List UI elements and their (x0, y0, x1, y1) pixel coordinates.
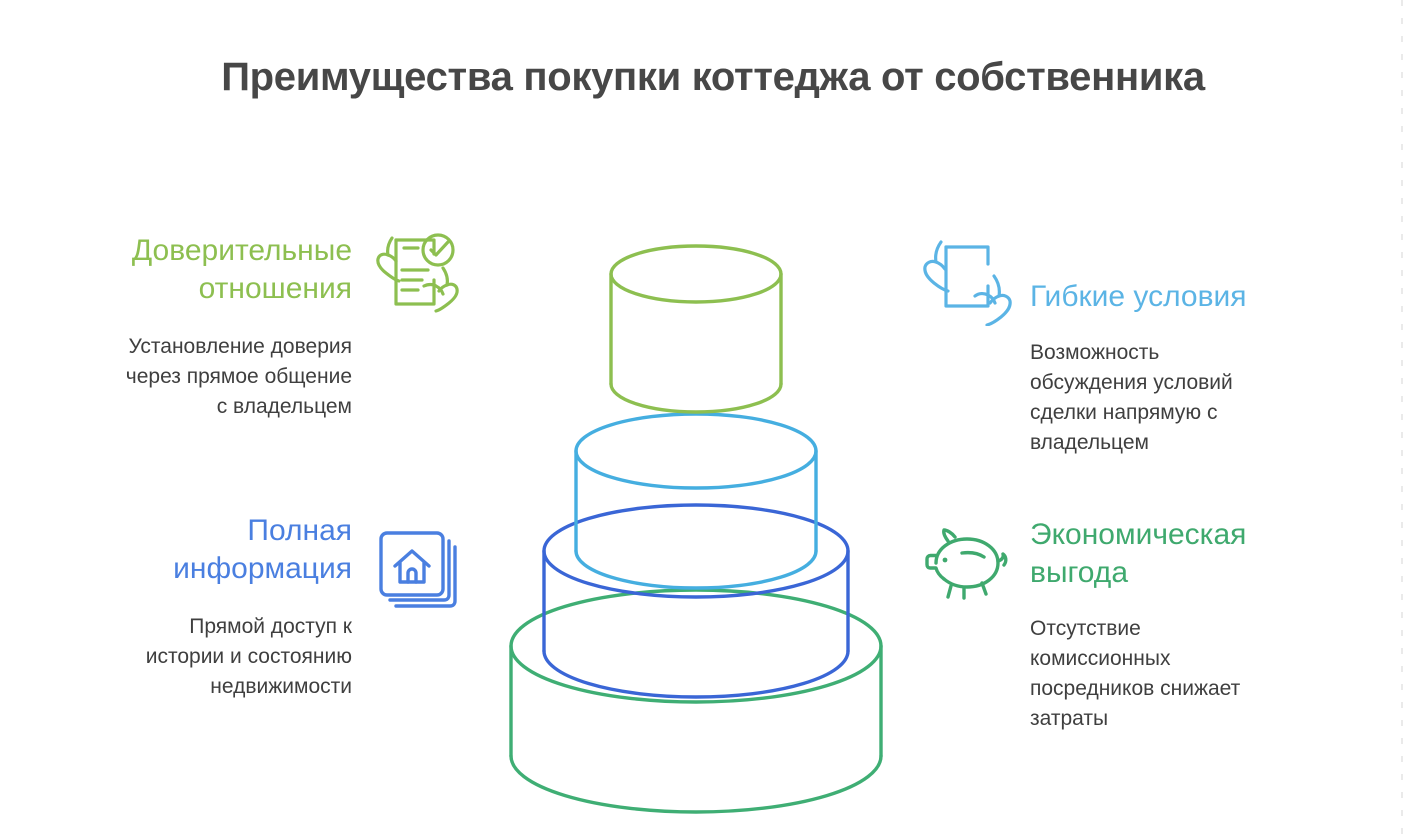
feature-heading-savings: Экономическая выгода (1030, 518, 1247, 590)
piggy-bank-icon (918, 516, 1014, 612)
feature-text-flexible: Гибкие условия Возможность обсуждения ус… (1030, 232, 1350, 457)
cake-tier-top (609, 244, 783, 414)
cake-tier-third (542, 503, 850, 699)
house-documents-icon (370, 522, 466, 618)
cake-tier-bottom (509, 588, 883, 814)
cake-tier-second (574, 412, 818, 590)
feature-description-trust: Установление доверия через прямое общени… (125, 335, 352, 418)
feature-description-savings: Отсутствие комиссионных посредников сниж… (1030, 617, 1241, 730)
feature-heading-trust: Доверительные отношения (131, 234, 352, 306)
feature-description-flexible: Возможность обсуждения условий сделки на… (1030, 341, 1233, 454)
feature-heading-flexible: Гибкие условия (1030, 280, 1247, 313)
feature-description-info: Прямой доступ к истории и состоянию недв… (145, 615, 352, 698)
feature-block-info: Полная информация Прямой доступ к истори… (8, 512, 480, 702)
feature-text-trust: Доверительные отношения Установление дов… (8, 232, 352, 422)
page-guide-line (1401, 0, 1403, 836)
feature-block-flexible: Гибкие условия Возможность обсуждения ус… (918, 232, 1418, 457)
page-title: Преимущества покупки коттеджа от собстве… (221, 54, 1205, 99)
hands-holding-card-icon (918, 230, 1014, 326)
tiered-cylinder-diagram (466, 206, 926, 816)
hands-document-check-icon (370, 224, 466, 320)
feature-block-trust: Доверительные отношения Установление дов… (8, 232, 480, 422)
feature-text-info: Полная информация Прямой доступ к истори… (8, 512, 352, 702)
feature-text-savings: Экономическая выгода Отсутствие комиссио… (1030, 508, 1360, 733)
feature-heading-info: Полная информация (173, 514, 352, 586)
feature-block-savings: Экономическая выгода Отсутствие комиссио… (918, 508, 1418, 733)
